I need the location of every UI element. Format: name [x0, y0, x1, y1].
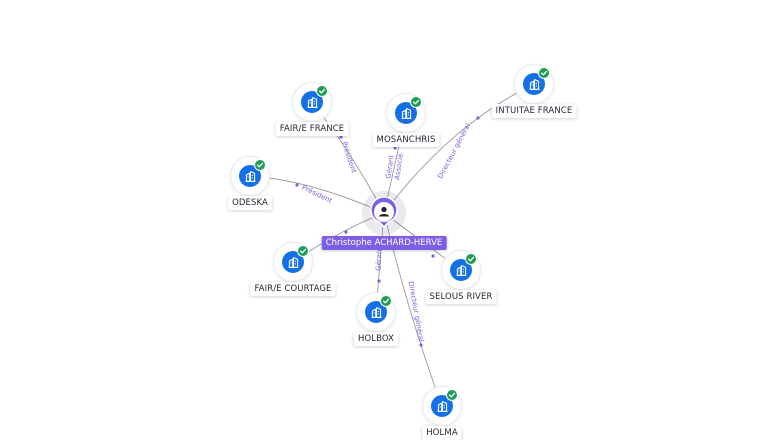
edge-label-intuitae: Directeur général — [436, 122, 472, 180]
edge-label-holbox: Gérant — [375, 247, 384, 272]
check-badge-icon — [446, 389, 458, 401]
building-icon — [239, 165, 261, 187]
edge-arrow-odeska — [295, 183, 299, 187]
check-badge-icon — [410, 96, 422, 108]
company-name-label[interactable]: FAIR/E FRANCE — [275, 122, 349, 136]
building-icon — [523, 73, 545, 95]
check-badge-icon — [380, 295, 392, 307]
person-icon — [370, 197, 398, 229]
edge-label-fairfrance: Président — [340, 141, 358, 175]
check-badge-icon — [316, 85, 328, 97]
company-name-label[interactable]: HOLMA — [422, 426, 462, 440]
edge-arrow-fairecourtage — [344, 230, 348, 234]
edge-arrow-intuitae — [476, 116, 480, 120]
check-badge-icon — [465, 253, 477, 265]
building-icon — [282, 251, 304, 273]
edge-arrow-selous — [431, 254, 435, 258]
person-name-label[interactable]: Christophe ACHARD-HERVE — [321, 236, 447, 250]
building-icon — [395, 102, 417, 124]
edge-arrow-holbox — [377, 279, 381, 283]
edge-arrow-mosanchris — [393, 146, 397, 150]
building-icon — [301, 91, 323, 113]
company-name-label[interactable]: SELOUS RIVER — [425, 290, 497, 304]
edge-label-mosanchris-1: Associé — [393, 153, 405, 180]
company-name-label[interactable]: FAIR/E COURTAGE — [250, 282, 336, 296]
edge-label-odeska: Président — [300, 183, 333, 205]
building-icon — [450, 259, 472, 281]
building-icon — [431, 395, 453, 417]
building-icon — [365, 301, 387, 323]
edge-intuitae — [383, 83, 535, 214]
check-badge-icon — [538, 67, 550, 79]
company-name-label[interactable]: INTUITAE FRANCE — [491, 104, 577, 118]
edge-label-holma: Directeur général — [407, 281, 426, 343]
company-name-label[interactable]: MOSANCHRIS — [372, 133, 440, 147]
edge-arrow-fairfrance — [339, 135, 343, 139]
check-badge-icon — [254, 159, 266, 171]
company-name-label[interactable]: HOLBOX — [353, 332, 399, 346]
check-badge-icon — [297, 245, 309, 257]
edge-label-mosanchris-0: Gérant — [384, 154, 395, 179]
company-name-label[interactable]: ODESKA — [228, 196, 272, 210]
edge-arrow-holma — [419, 343, 423, 347]
